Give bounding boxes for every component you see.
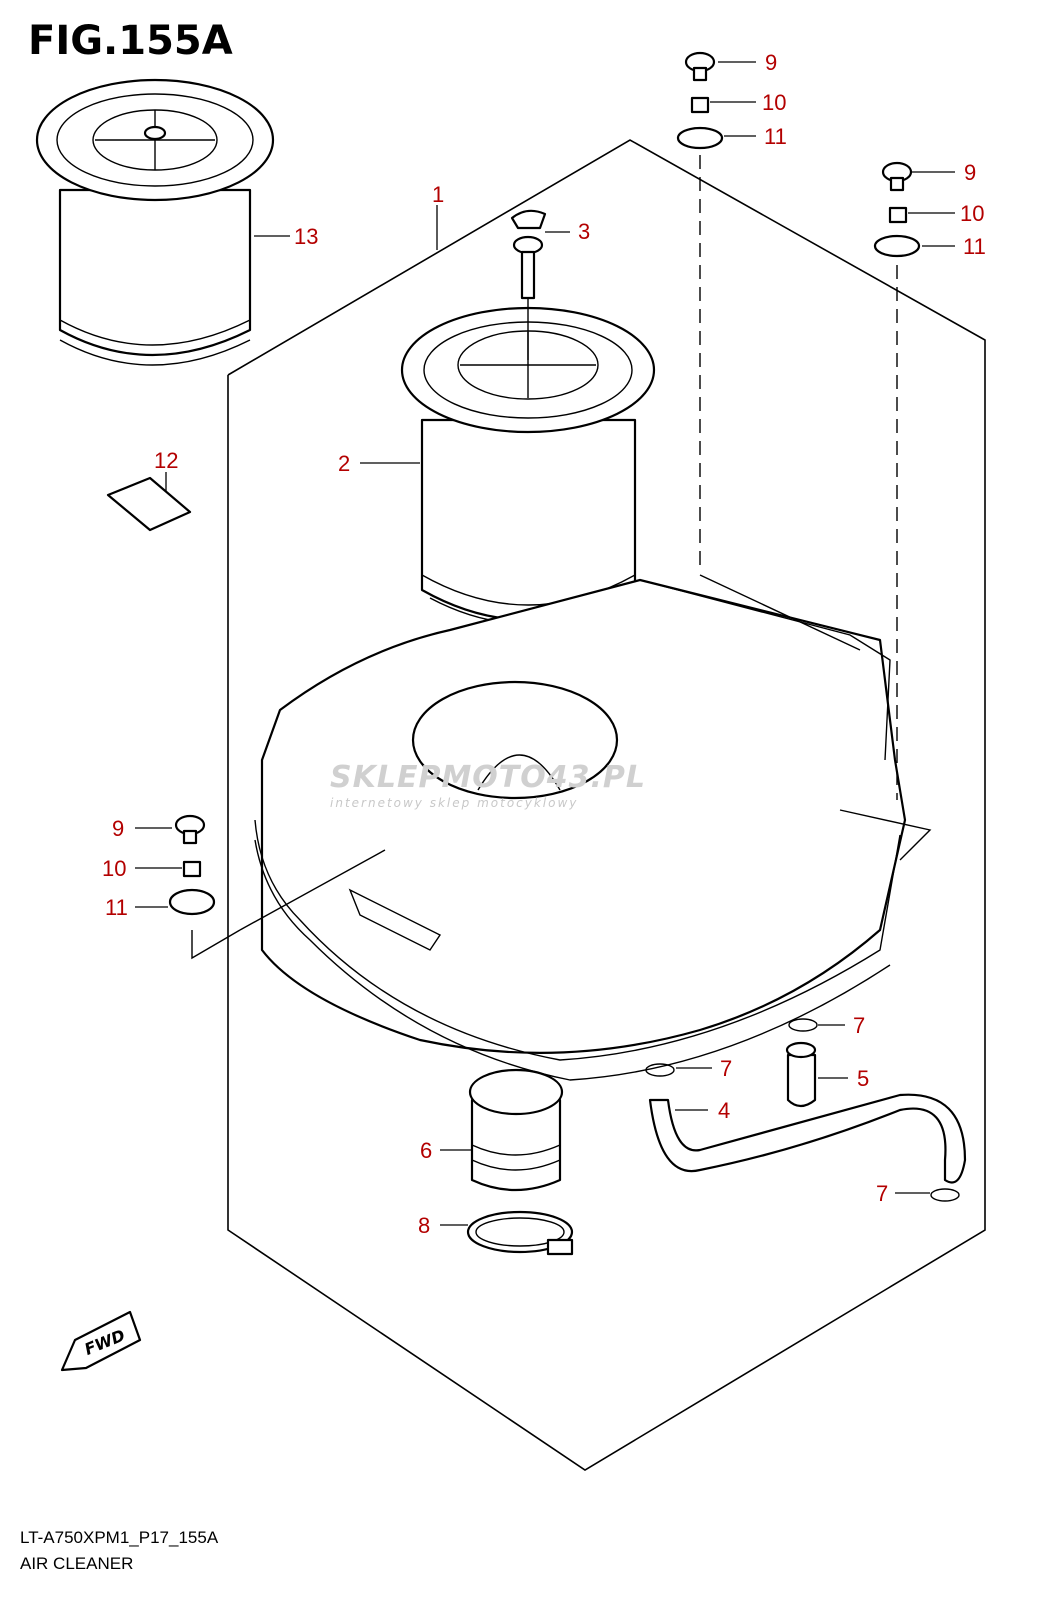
mount-set-right <box>873 161 921 800</box>
filter-element <box>400 306 656 625</box>
callout-9-left: 9 <box>112 816 124 841</box>
hose-clamp <box>466 1210 574 1256</box>
callout-4: 4 <box>718 1098 730 1123</box>
mount-set-left <box>168 814 386 960</box>
callout-10-right: 10 <box>960 201 984 226</box>
callout-8: 8 <box>418 1213 430 1238</box>
mount-set-top <box>676 51 724 570</box>
callout-1: 1 <box>432 182 444 207</box>
callout-11-right: 11 <box>963 234 986 259</box>
callout-10-left: 10 <box>102 856 126 881</box>
assembly-frame <box>227 139 986 1471</box>
callout-3: 3 <box>578 219 590 244</box>
callout-5: 5 <box>857 1066 869 1091</box>
callout-9-top: 9 <box>765 50 777 75</box>
callout-7-middle: 7 <box>720 1056 732 1081</box>
filter-element-spare <box>35 78 275 366</box>
callout-7-upper: 7 <box>853 1013 865 1038</box>
label-sticker <box>106 476 192 532</box>
fwd-arrow-icon: FWD <box>60 1310 142 1372</box>
callout-7-lower: 7 <box>876 1181 888 1206</box>
drain-hose <box>648 1093 967 1184</box>
figure-title: FIG.155A <box>28 18 233 64</box>
diagram-caption: AIR CLEANER <box>20 1554 134 1573</box>
drain-plug <box>785 1041 817 1108</box>
callout-13: 13 <box>294 224 318 249</box>
clip-middle <box>645 1063 675 1077</box>
outlet-tube <box>468 1068 564 1192</box>
callout-2: 2 <box>338 451 350 476</box>
air-cleaner-case <box>254 574 932 1081</box>
clip-lower <box>930 1188 960 1202</box>
watermark-logo: SKLEPMOTO43.PL <box>330 760 647 795</box>
clip-upper <box>788 1018 818 1032</box>
callout-11-left: 11 <box>105 895 128 920</box>
callout-12: 12 <box>154 448 178 473</box>
diagram-code: LT-A750XPM1_P17_155A <box>20 1528 219 1547</box>
wing-bolt <box>510 209 547 360</box>
callout-6: 6 <box>420 1138 432 1163</box>
callout-10-top: 10 <box>762 90 786 115</box>
callout-11-top: 11 <box>764 124 787 149</box>
watermark-tagline: internetowy sklep motocyklowy <box>330 796 579 810</box>
callout-9-right: 9 <box>964 160 976 185</box>
